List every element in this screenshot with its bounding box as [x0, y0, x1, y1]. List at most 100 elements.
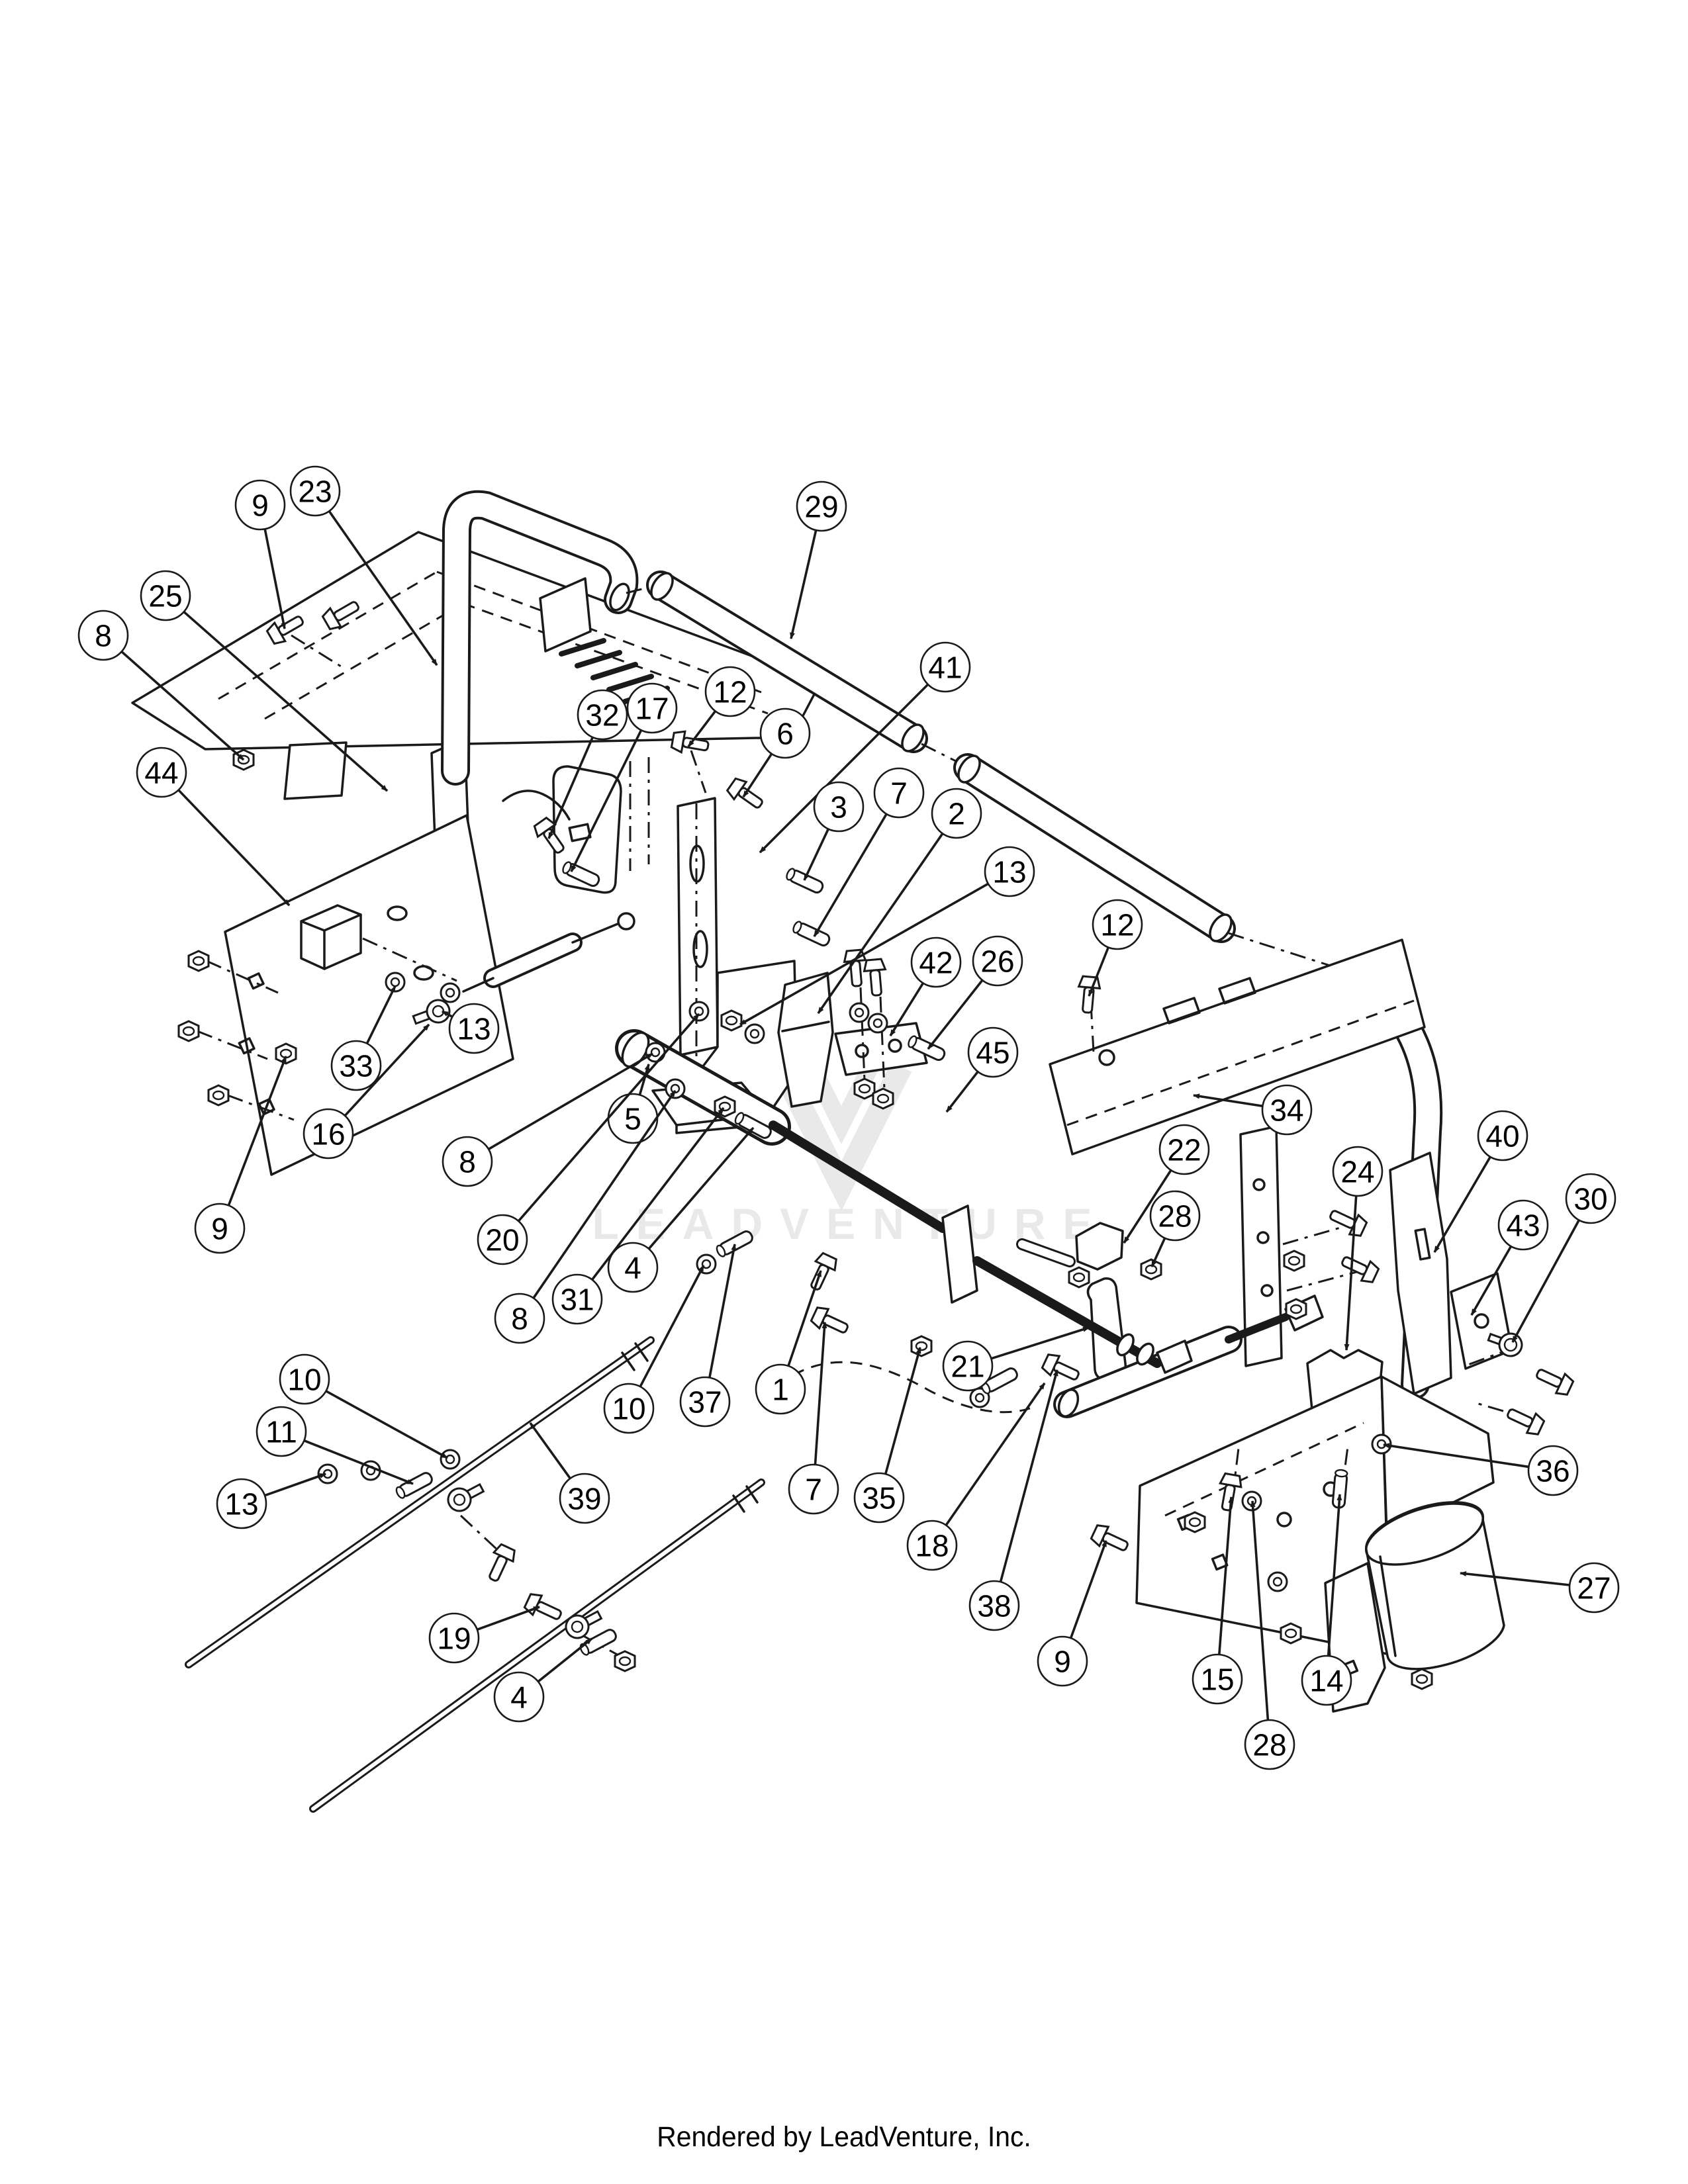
- callout-balloon: [1565, 1173, 1617, 1224]
- callout-24: 24: [1332, 1146, 1383, 1351]
- callout-balloon: [1192, 1653, 1243, 1705]
- leader-line: [570, 729, 643, 872]
- callout-balloon: [1332, 1146, 1383, 1197]
- leader-line: [1460, 1570, 1570, 1586]
- callout-number: 29: [804, 490, 838, 524]
- callout-balloon: [1244, 1719, 1295, 1770]
- leader-line: [328, 510, 438, 666]
- callout-balloon: [428, 1612, 480, 1664]
- callout-38: 38: [968, 1369, 1058, 1631]
- callout-balloon: [919, 641, 971, 693]
- callout-28: 28: [1244, 1500, 1295, 1770]
- nut-glyph: [177, 1020, 200, 1042]
- callout-number: 2: [948, 797, 965, 831]
- callout-balloon: [551, 1273, 603, 1325]
- leader-line: [1123, 1169, 1172, 1244]
- callout-balloon: [759, 707, 811, 759]
- bolt-glyph: [862, 958, 889, 997]
- nut-glyph: [275, 1042, 297, 1065]
- bolt-glyph: [808, 1303, 853, 1340]
- callout-balloon: [967, 1026, 1019, 1078]
- callout-number: 3: [830, 790, 847, 825]
- nut-glyph: [207, 1084, 230, 1107]
- retainer-box: [300, 904, 457, 982]
- callout-number: 32: [585, 698, 619, 733]
- leader-line: [1433, 1156, 1491, 1253]
- callout-26: 26: [927, 935, 1023, 1050]
- callout-number: 11: [265, 1415, 297, 1449]
- callout-balloon: [1092, 899, 1143, 950]
- callout-balloon: [1261, 1084, 1313, 1136]
- callout-balloon: [279, 1353, 330, 1405]
- nut-glyph: [1140, 1258, 1162, 1281]
- leader-line: [945, 1071, 979, 1113]
- washer-glyph: [1371, 1433, 1392, 1455]
- channel-post: [1239, 1125, 1372, 1367]
- cross-tube-upper: [646, 570, 964, 766]
- callout-balloon: [910, 936, 962, 988]
- callout-40: 40: [1433, 1110, 1528, 1253]
- watermark-text: LEADVENTURE: [592, 1199, 1109, 1248]
- callout-balloon: [289, 465, 341, 517]
- washer-glyph: [645, 1042, 666, 1063]
- nut-glyph: [1285, 1298, 1307, 1320]
- callout-number: 13: [992, 855, 1026, 889]
- nut-glyph: [1280, 1622, 1302, 1645]
- leader-line: [1150, 1237, 1166, 1267]
- pin-glyph: [790, 919, 832, 948]
- control-cable: [792, 1361, 1031, 1414]
- callout-25: 25: [140, 570, 389, 792]
- nut-glyph: [853, 1077, 876, 1100]
- leader-line: [803, 828, 829, 881]
- callout-number: 7: [890, 776, 908, 811]
- nut-glyph: [1283, 1250, 1305, 1272]
- callout-number: 13: [457, 1012, 491, 1046]
- callout-43: 43: [1470, 1199, 1549, 1316]
- bolt-glyph: [482, 1541, 519, 1586]
- pivot-shaft: [769, 1120, 1193, 1374]
- callout-37: 37: [679, 1244, 737, 1428]
- callout-number: 37: [688, 1385, 722, 1420]
- leader-line: [547, 737, 594, 839]
- callout-34: 34: [1193, 1084, 1313, 1136]
- callout-27: 27: [1460, 1562, 1620, 1614]
- clamp-plate-42: [834, 987, 928, 1090]
- callout-balloon: [1477, 1110, 1528, 1161]
- callout-balloon: [330, 1040, 382, 1091]
- leader-line: [177, 789, 291, 907]
- callout-number: 38: [977, 1589, 1011, 1623]
- callout-number: 14: [1309, 1664, 1343, 1698]
- callout-number: 9: [211, 1212, 228, 1246]
- callout-balloon: [873, 767, 925, 819]
- handle-socket: [539, 577, 592, 653]
- leader-line: [529, 1422, 571, 1480]
- leader-line: [889, 982, 924, 1036]
- callout-number: 33: [339, 1049, 373, 1083]
- callout-number: 1: [772, 1373, 789, 1407]
- leader-line: [442, 1010, 453, 1018]
- callout-balloon: [140, 570, 191, 621]
- callout-balloon: [796, 480, 847, 532]
- callout-7: 7: [813, 767, 925, 937]
- callout-20: 20: [477, 1013, 700, 1265]
- callout-9: 9: [194, 1056, 287, 1254]
- leader-line: [1193, 1093, 1263, 1108]
- nut-glyph: [720, 1009, 743, 1032]
- washer-glyph: [1267, 1571, 1288, 1592]
- callout-11: 11: [256, 1406, 414, 1485]
- bolt-glyph: [1088, 1521, 1133, 1558]
- callout-7: 7: [788, 1322, 839, 1515]
- callout-number: 30: [1573, 1182, 1607, 1216]
- callout-number: 22: [1167, 1133, 1201, 1167]
- callout-number: 23: [298, 475, 332, 509]
- callout-35: 35: [853, 1347, 921, 1524]
- leader-line: [1250, 1500, 1270, 1721]
- callout-15: 15: [1192, 1496, 1243, 1705]
- callout-number: 8: [95, 619, 112, 653]
- leader-line: [344, 1023, 430, 1117]
- leader-line: [945, 1382, 1046, 1526]
- callout-30: 30: [1511, 1173, 1617, 1343]
